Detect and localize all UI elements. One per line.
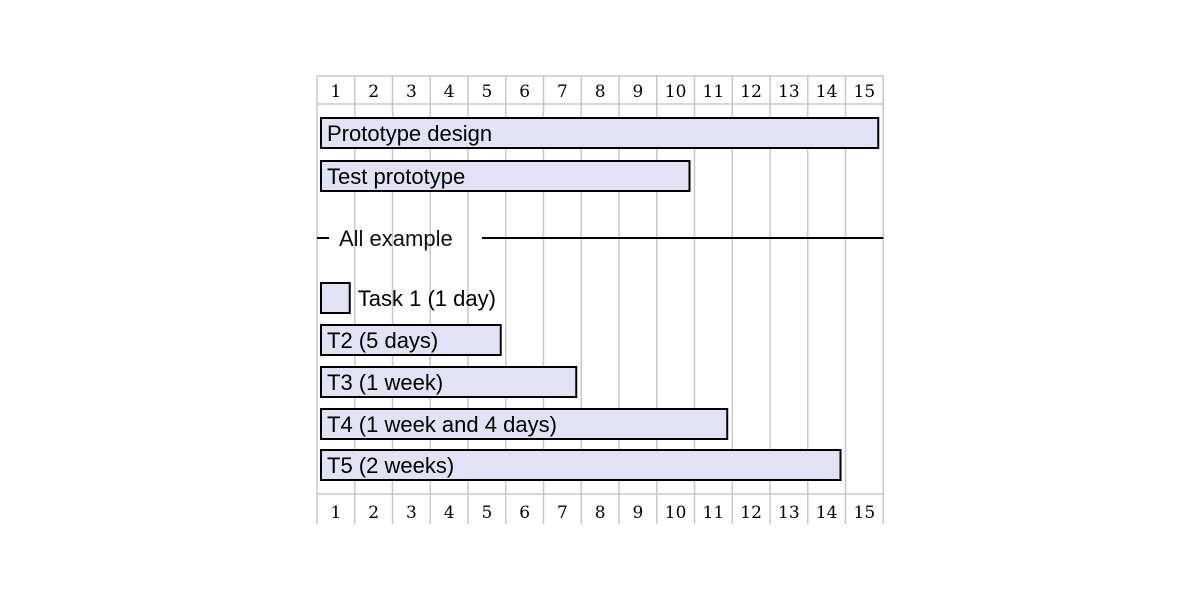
bottom-day-11: 11 (703, 503, 725, 523)
task-label: Task 1 (1 day) (358, 286, 496, 311)
top-day-7: 7 (557, 82, 568, 102)
task-bar[interactable] (320, 117, 880, 149)
bottom-day-3: 3 (406, 503, 417, 523)
separator-label: All example (339, 226, 453, 251)
task-bar[interactable] (320, 408, 729, 440)
bottom-day-1: 1 (330, 503, 341, 523)
task-label: T2 (5 days) (327, 328, 438, 353)
task-label: T5 (2 weeks) (327, 453, 454, 478)
top-day-6: 6 (519, 82, 530, 102)
top-day-1: 1 (330, 82, 341, 102)
top-day-14: 14 (816, 82, 838, 102)
top-day-15: 15 (854, 82, 876, 102)
bottom-day-5: 5 (481, 503, 492, 523)
bottom-day-7: 7 (557, 503, 568, 523)
task-bar[interactable] (320, 160, 691, 192)
task-label: T4 (1 week and 4 days) (327, 412, 557, 437)
bottom-day-9: 9 (632, 503, 643, 523)
bottom-day-15: 15 (854, 503, 876, 523)
top-day-5: 5 (481, 82, 492, 102)
bottom-day-10: 10 (665, 503, 687, 523)
task-label: Prototype design (327, 121, 492, 146)
bottom-day-2: 2 (368, 503, 379, 523)
top-day-12: 12 (740, 82, 762, 102)
top-day-13: 13 (778, 82, 800, 102)
bottom-day-14: 14 (816, 503, 838, 523)
bottom-day-12: 12 (740, 503, 762, 523)
task-bar[interactable] (320, 282, 351, 314)
task-label: T3 (1 week) (327, 370, 443, 395)
top-day-8: 8 (595, 82, 606, 102)
task-bar[interactable] (320, 449, 842, 481)
top-day-11: 11 (703, 82, 725, 102)
task-bar[interactable] (320, 366, 578, 398)
bottom-day-6: 6 (519, 503, 530, 523)
bottom-day-8: 8 (595, 503, 606, 523)
bottom-day-4: 4 (444, 503, 455, 523)
top-day-3: 3 (406, 82, 417, 102)
top-day-9: 9 (632, 82, 643, 102)
bottom-day-13: 13 (778, 503, 800, 523)
task-bar[interactable] (320, 324, 502, 356)
task-label: Test prototype (327, 164, 465, 189)
top-day-4: 4 (444, 82, 455, 102)
top-day-10: 10 (665, 82, 687, 102)
top-day-2: 2 (368, 82, 379, 102)
